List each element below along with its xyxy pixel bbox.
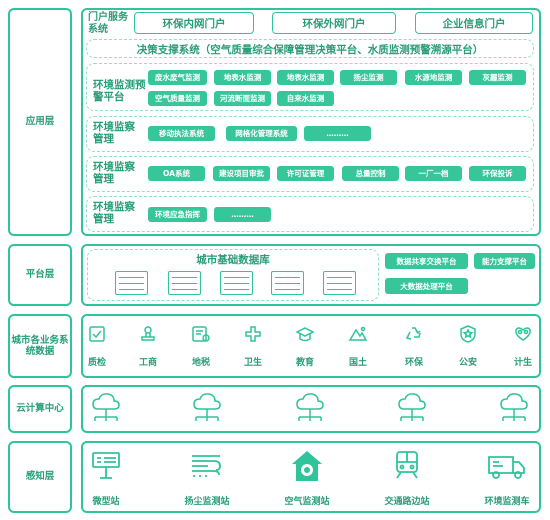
cloud-network-icon-1 [92, 393, 120, 421]
pill-ellipsis-3[interactable]: ……… [214, 207, 271, 222]
air-station-icon [292, 451, 322, 481]
supervision-title-1: 环境监察管理 [93, 121, 135, 146]
cloud-network-icon-2 [193, 393, 221, 421]
database-icon-5 [323, 271, 356, 295]
pill-one-factory[interactable]: 一厂一档 [405, 166, 462, 181]
recycle-icon [405, 327, 421, 340]
city-label-police: 公安 [458, 358, 477, 368]
city-label-tax: 地税 [191, 358, 210, 368]
truck-icon [488, 456, 525, 479]
pill-total-control[interactable]: 总量控制 [342, 166, 399, 181]
city-label-quality: 质检 [87, 358, 106, 368]
city-db-box [87, 249, 379, 301]
pill-surface-water-2[interactable]: 地表水监测 [277, 70, 334, 85]
city-label-health: 卫生 [243, 358, 262, 368]
database-icon-1 [115, 271, 148, 295]
cloud-network-icon-3 [296, 393, 324, 421]
monitor-platform-box [86, 63, 534, 111]
supervision-title-2: 环境监察管理 [93, 161, 135, 186]
supervision-box-1 [86, 116, 534, 152]
pill-dust[interactable]: 扬尘监测 [340, 70, 397, 85]
city-layer-label: 城市各业务系统数据 [11, 334, 69, 357]
database-icon-2 [168, 271, 201, 295]
city-label-commerce: 工商 [138, 358, 157, 368]
city-label-land: 国土 [348, 358, 367, 368]
database-icon-3 [220, 271, 253, 295]
city-label-education: 教育 [295, 358, 314, 368]
city-layer-label-box [8, 314, 72, 378]
perception-label-air: 空气监测站 [284, 497, 330, 507]
city-db-title: 城市基础数据库 [196, 254, 270, 266]
perception-layer-label-box [8, 441, 72, 513]
micro-station-icon [92, 452, 120, 479]
supervision-box-2 [86, 156, 534, 192]
perception-label-traffic: 交通路边站 [384, 497, 430, 507]
police-badge-icon [460, 325, 476, 343]
pill-mobile-enforcement[interactable]: 移动执法系统 [148, 126, 215, 141]
pill-oa[interactable]: OA系统 [148, 166, 205, 181]
cloud-network-icon-4 [398, 393, 426, 421]
pill-air-quality[interactable]: 空气质量监测 [148, 91, 207, 106]
perception-label-truck: 环境监测车 [484, 497, 530, 507]
portal-title: 门户服务系统 [88, 12, 128, 35]
portal-extranet[interactable]: 环保外网门户 [272, 12, 396, 34]
pill-surface-water-1[interactable]: 地表水监测 [214, 70, 271, 85]
portal-intranet[interactable]: 环保内网门户 [134, 12, 254, 34]
pill-capability[interactable]: 能力支撑平台 [474, 253, 535, 269]
cloud-layer-content [81, 385, 541, 433]
stamp-icon [141, 326, 155, 341]
land-mountain-icon [348, 326, 368, 341]
platform-layer-label-box [8, 244, 72, 306]
pill-complaints[interactable]: 环保投诉 [469, 166, 526, 181]
family-planning-icon [515, 327, 531, 341]
pill-bigdata[interactable]: 大数据处理平台 [385, 278, 468, 294]
health-cross-icon [245, 326, 261, 342]
pill-wastewater-gas[interactable]: 废水废气监测 [148, 70, 207, 85]
city-label-family: 计生 [513, 358, 532, 368]
perception-label-micro: 微型站 [92, 497, 120, 507]
city-label-env: 环保 [404, 358, 423, 368]
platform-layer-label: 平台层 [25, 269, 55, 281]
quality-check-icon [89, 326, 105, 342]
cloud-layer-label-box [8, 385, 72, 433]
monitor-platform-title: 环境监测预警平台 [93, 79, 146, 104]
pill-water-source[interactable]: 水源地监测 [405, 70, 462, 85]
app-layer-label: 应用层 [25, 116, 55, 128]
perception-layer-label: 感知层 [25, 471, 55, 483]
pill-emergency-command[interactable]: 环境应急指挥 [148, 207, 207, 222]
pill-permit[interactable]: 许可证管理 [277, 166, 334, 181]
pill-grid-management[interactable]: 网格化管理系统 [226, 126, 297, 141]
pill-river-section[interactable]: 河流断面监测 [214, 91, 271, 106]
city-layer-content [81, 314, 541, 378]
supervision-title-3: 环境监察管理 [93, 201, 135, 226]
train-icon [396, 451, 418, 479]
cloud-layer-label: 云计算中心 [16, 403, 64, 415]
app-layer-content [81, 8, 541, 236]
cloud-network-icon-5 [500, 393, 528, 421]
pill-haze[interactable]: 灰霾监测 [469, 70, 526, 85]
app-layer-label-box [8, 8, 72, 236]
pill-tap-water[interactable]: 自来水监测 [277, 91, 334, 106]
education-icon [295, 327, 315, 342]
tax-icon [192, 326, 210, 342]
portal-enterprise[interactable]: 企业信息门户 [415, 12, 533, 34]
dust-station-icon [192, 455, 221, 477]
pill-data-exchange[interactable]: 数据共享交换平台 [385, 253, 468, 269]
database-icon-4 [271, 271, 304, 295]
pill-ellipsis-1[interactable]: ……… [304, 126, 371, 141]
perception-label-dust: 扬尘监测站 [184, 497, 230, 507]
decision-support-box [86, 39, 534, 58]
decision-support-label: 决策支撑系统（空气质量综合保障管理决策平台、水质监测预警溯源平台） [136, 44, 484, 56]
pill-project-approval[interactable]: 建设项目审批 [213, 166, 270, 181]
supervision-box-3 [86, 196, 534, 232]
